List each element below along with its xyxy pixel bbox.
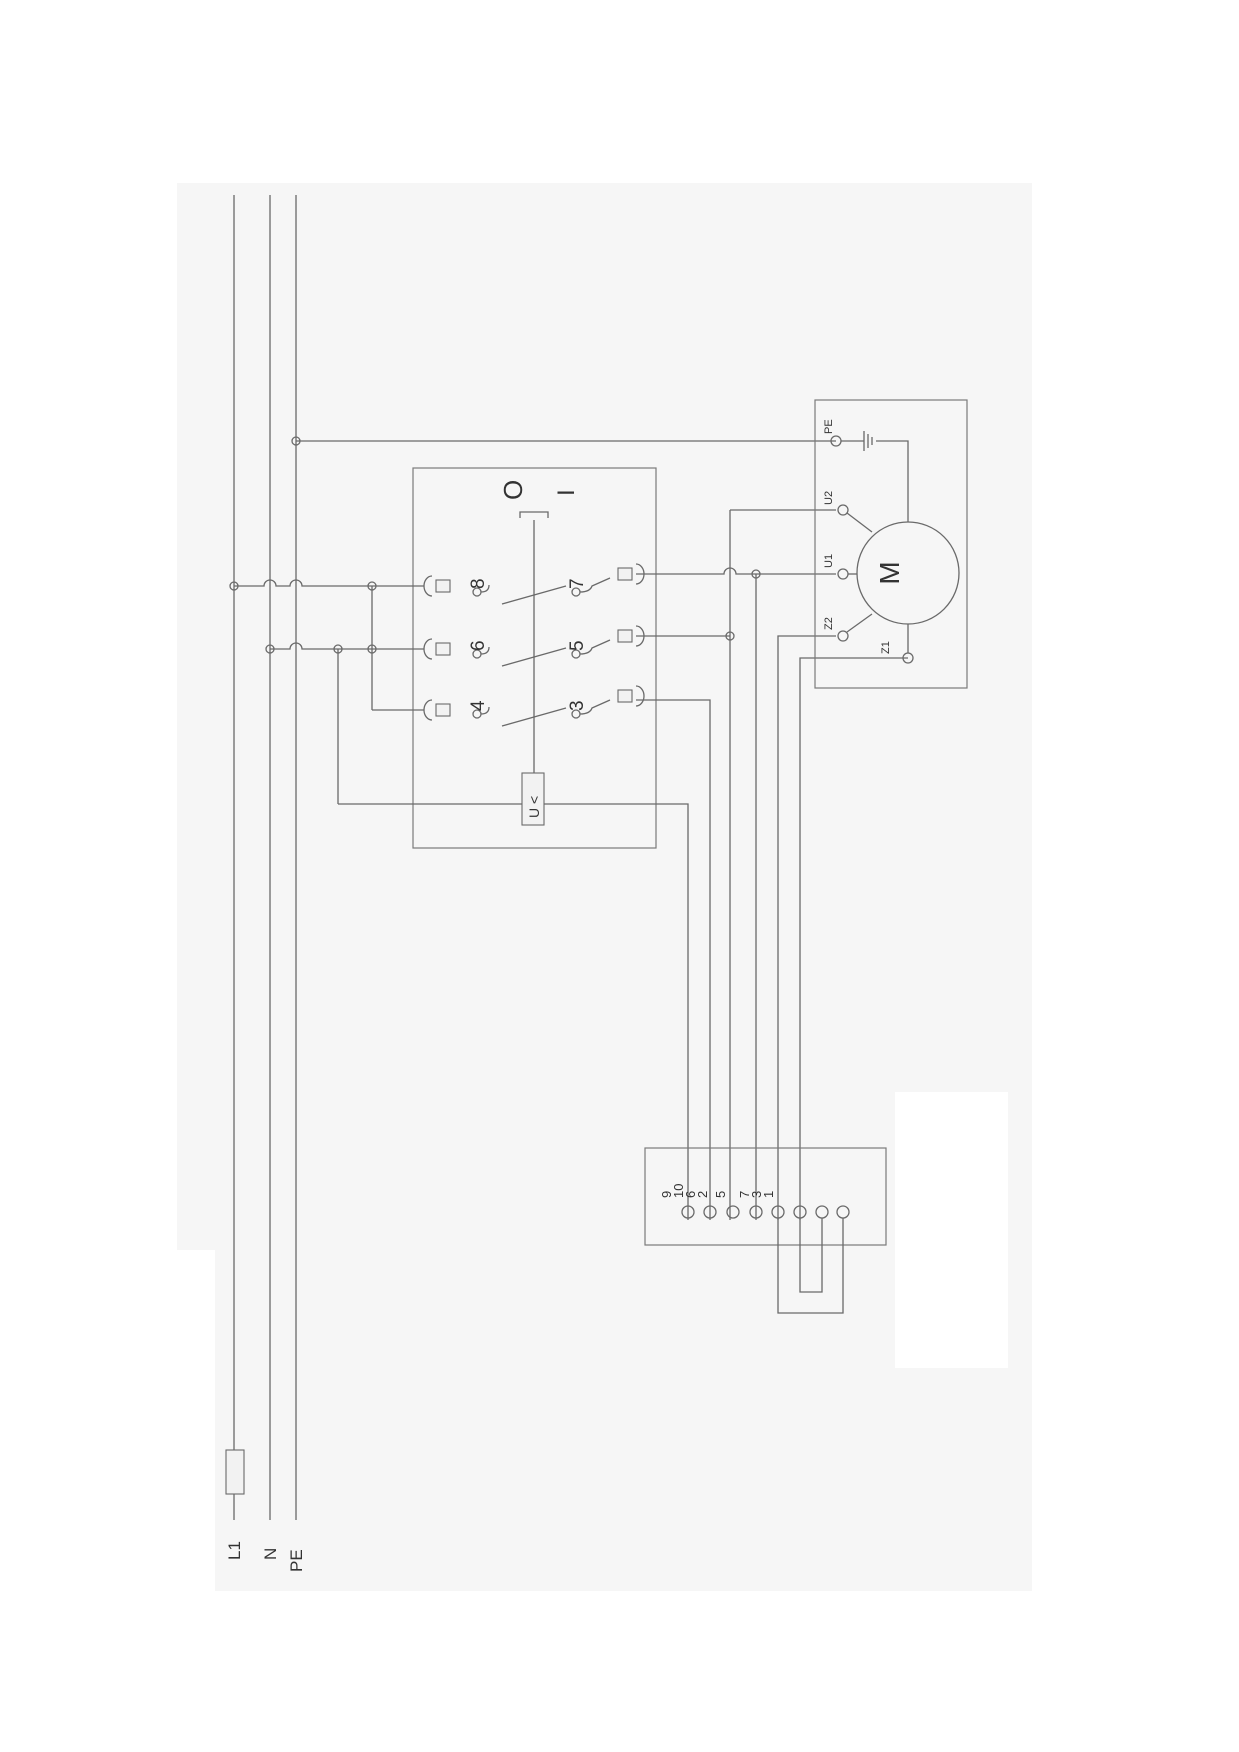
terminal-7: 7 [567, 578, 588, 589]
terminal-strip-box [644, 1147, 887, 1246]
contact-block-8 [435, 579, 451, 593]
contact-block-6 [435, 642, 451, 656]
undervoltage-release [521, 772, 545, 826]
bridge-outer [777, 1218, 844, 1314]
undervoltage-label: U < [526, 796, 542, 818]
svg-text:1: 1 [761, 1191, 776, 1198]
motor-label-z2: Z2 [823, 617, 835, 630]
switch-pole-1: 8 7 [423, 563, 645, 605]
main-switch-box [412, 467, 657, 849]
svg-text:9: 9 [659, 1191, 674, 1198]
motor-terminal-z2 [837, 630, 849, 642]
wire-earth-to-motor [876, 440, 909, 522]
terminal-8: 8 [468, 578, 489, 589]
blank-panel [895, 1092, 1008, 1368]
motor-label-pe: PE [823, 419, 835, 434]
terminal-strip-terminals [681, 1205, 850, 1219]
terminal-6: 6 [468, 640, 489, 651]
svg-text:3: 3 [749, 1191, 764, 1198]
wire-l1-to-switch [234, 579, 424, 587]
terminal-strip-labels: 9 10 6 2 5 7 3 1 [659, 1184, 776, 1198]
terminal-3: 3 [567, 700, 588, 711]
earth-symbol [841, 431, 909, 522]
wire-out-3-to-strip [636, 699, 711, 1220]
terminal-4: 4 [468, 700, 489, 711]
wire-uv-to-strip [544, 803, 689, 1220]
svg-text:10: 10 [671, 1184, 686, 1198]
fuse-l1 [225, 1449, 245, 1495]
svg-text:5: 5 [713, 1191, 728, 1198]
wire-n-to-switch [270, 642, 424, 650]
drawing-area [177, 183, 1032, 1591]
branch-l1 [229, 579, 424, 711]
bridge-inner [799, 1218, 823, 1293]
motor-box [814, 399, 968, 689]
actuator-handle [519, 511, 549, 518]
motor-terminal-u2 [837, 504, 849, 516]
svg-text:6: 6 [683, 1191, 698, 1198]
terminal-5: 5 [567, 640, 588, 651]
blank-strip [177, 1250, 215, 1595]
motor-label-z1: Z1 [880, 641, 892, 654]
svg-text:2: 2 [695, 1191, 710, 1198]
contact-block-3 [617, 689, 633, 703]
switch-output-wires [544, 509, 908, 1220]
supply-labels: L1 N PE [225, 1541, 306, 1572]
label-n: N [261, 1548, 280, 1560]
label-l1: L1 [225, 1541, 244, 1560]
branch-n [265, 642, 522, 805]
svg-text:7: 7 [737, 1191, 752, 1198]
junction-n-bus [367, 644, 377, 654]
switch-position-off: O [498, 480, 528, 500]
motor-label-u1: U1 [823, 554, 835, 568]
contact-block-7 [617, 567, 633, 581]
supply-rails [233, 195, 297, 1520]
terminal-strip-bridges [777, 1218, 844, 1314]
contact-block-5 [617, 629, 633, 643]
switch-position-on: I [553, 489, 580, 496]
motor-label-u2: U2 [823, 491, 835, 505]
switch-pole-2: 6 5 [423, 625, 645, 667]
wire-z1-to-strip [799, 657, 908, 1220]
label-pe: PE [287, 1549, 306, 1572]
wire-z2-to-strip [777, 635, 836, 1220]
contact-block-4 [435, 703, 451, 717]
motor-label: M [874, 561, 905, 584]
